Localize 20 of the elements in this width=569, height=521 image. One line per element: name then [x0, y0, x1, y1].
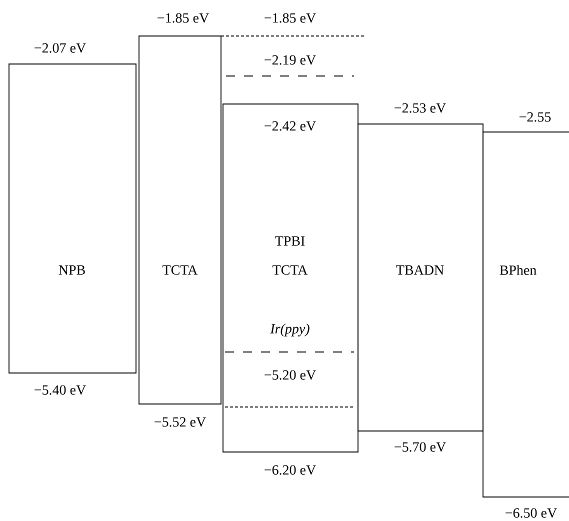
layer-label: −2.42 eV [264, 121, 316, 131]
energy-label: −2.07 eV [34, 43, 86, 53]
layer-label: NPB [58, 265, 85, 275]
energy-label: −5.70 eV [394, 442, 446, 452]
energy-label: −6.50 eV [506, 508, 557, 518]
energy-label: −6.20 eV [264, 465, 316, 475]
energy-label: −2.55 [520, 112, 551, 122]
layer-label: TBADN [396, 265, 444, 275]
layer-label: TCTA [162, 265, 198, 275]
layer-label: TCTA [272, 265, 308, 275]
layer-label: Ir(ppy) [270, 324, 310, 336]
energy-label: −2.19 eV [264, 55, 316, 65]
layer-label: BPhen [500, 265, 536, 275]
layer-label: TPBI [275, 236, 305, 246]
energy-label: −2.53 eV [394, 103, 446, 113]
energy-label: −1.85 eV [158, 13, 209, 23]
energy-label: −1.85 eV [264, 13, 316, 23]
energy-label: −5.52 eV [154, 417, 206, 427]
energy-label: −5.20 eV [264, 370, 316, 380]
energy-label: −5.40 eV [34, 385, 86, 395]
